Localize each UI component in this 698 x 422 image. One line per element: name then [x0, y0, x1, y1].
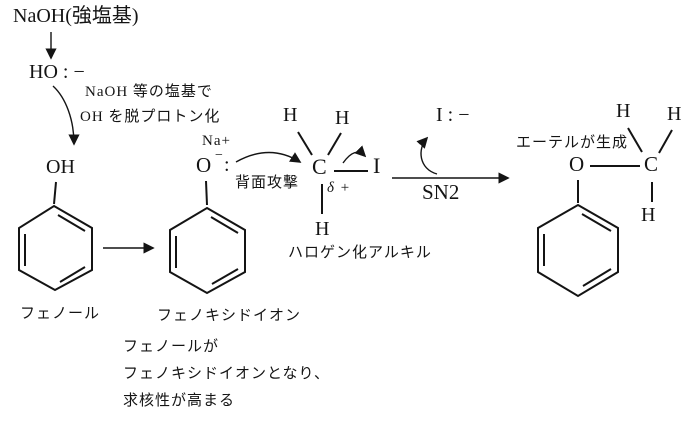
- ether-formed-note: エーテルが生成: [516, 135, 629, 151]
- footnote-line2: フェノキシドイオンとなり、: [123, 366, 330, 382]
- product-h-bottom: H: [641, 204, 656, 226]
- phenol-caption: フェノール: [20, 306, 101, 322]
- leaving-group-arrow: [416, 136, 438, 175]
- footnote-line1: フェノールが: [123, 339, 220, 355]
- methyl-iodide-bonds: [297, 131, 368, 214]
- product-o-label: O: [569, 152, 585, 176]
- backside-attack-arrow: [235, 151, 302, 163]
- methyl-h-top-right: H: [335, 107, 350, 129]
- reagent-title: NaOH(強塩基): [13, 5, 139, 27]
- methyl-c-label: C: [312, 154, 327, 179]
- ci-bond-electron-arrow: [342, 145, 367, 164]
- product-ring: [537, 203, 619, 298]
- iodide-leaving-label: I : −: [436, 104, 470, 126]
- phenol-ring: [18, 204, 93, 292]
- hydroxide-ion-label: HO : −: [29, 61, 85, 83]
- methyl-h-top-left: H: [283, 104, 298, 126]
- product-h-top-right: H: [667, 103, 682, 125]
- phenoxide-o-label: O: [196, 153, 212, 177]
- backside-attack-label: 背面攻撃: [235, 175, 300, 191]
- product-bonds: [577, 127, 673, 203]
- sodium-cation-label: Na+: [202, 133, 231, 149]
- phenoxide-caption: フェノキシドイオン: [157, 308, 302, 324]
- deprotonation-curved-arrow: [52, 85, 80, 146]
- phenoxide-ring: [169, 206, 246, 295]
- deprotonation-note-line2: OH を脱プロトン化: [80, 109, 221, 125]
- phenoxide-lone-pair: :: [224, 154, 230, 176]
- phenol-oh-bond: [53, 181, 57, 205]
- methyl-h-bottom: H: [315, 218, 330, 240]
- phenoxide-o-bond: [205, 180, 208, 206]
- deprotonation-note-line1: NaOH 等の塩基で: [85, 84, 213, 100]
- phenol-oh-label: OH: [46, 156, 75, 178]
- product-h-top-left: H: [616, 100, 631, 122]
- sn2-label: SN2: [422, 180, 460, 204]
- footnote-line3: 求核性が高まる: [123, 393, 236, 409]
- delta-plus-label: δ +: [327, 180, 351, 196]
- alkyl-halide-caption: ハロゲン化アルキル: [288, 245, 432, 261]
- phenoxide-minus-charge: −: [215, 148, 223, 163]
- iodine-label: I: [373, 153, 381, 178]
- product-c-label: C: [644, 152, 659, 176]
